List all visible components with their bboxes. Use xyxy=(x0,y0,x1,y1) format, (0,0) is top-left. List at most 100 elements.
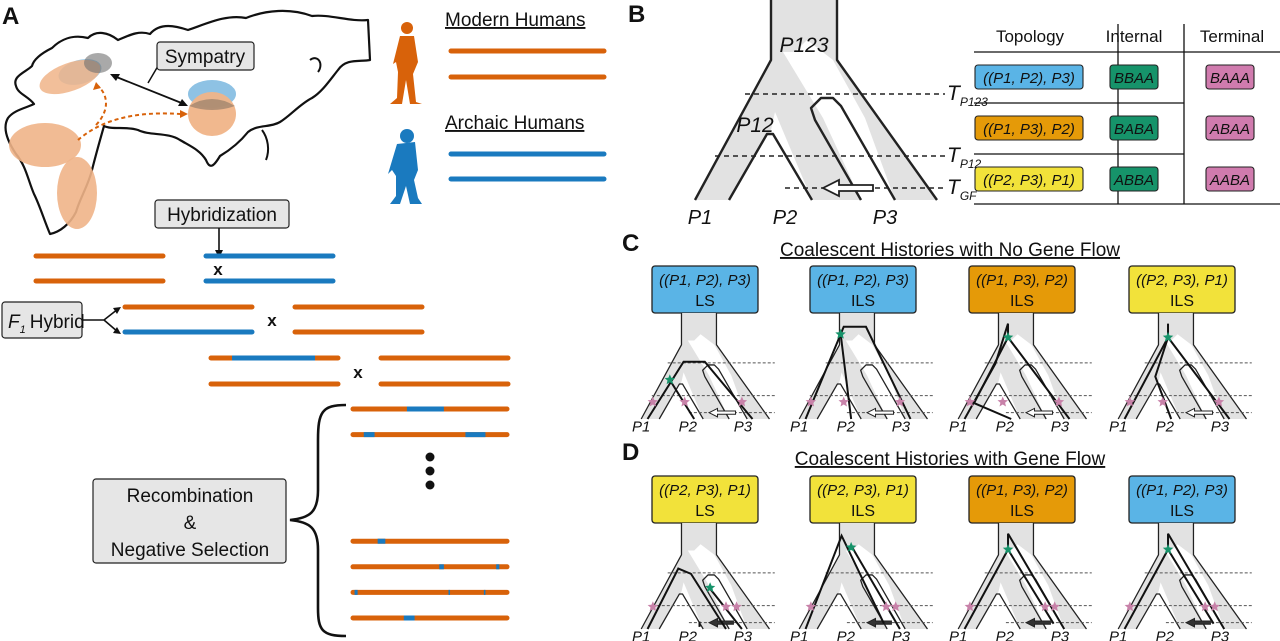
modern-human-silhouette-icon xyxy=(390,22,422,104)
sympatry-double-arrow xyxy=(113,75,185,105)
gene-flow-arrow xyxy=(1184,617,1211,628)
tree-tip-label-p1: P1 xyxy=(632,629,650,641)
gene-tree-lineage xyxy=(804,533,885,630)
panel-letter-d: D xyxy=(622,439,639,466)
tree-fill xyxy=(641,313,770,419)
internal-branch-star xyxy=(704,582,716,593)
tree-p3-inner xyxy=(702,574,748,630)
terminal-pattern: ABAA xyxy=(1209,121,1250,138)
gene-tree-lineage xyxy=(646,360,754,420)
tree-p1-p2-inner xyxy=(658,593,704,630)
tree-outer-right xyxy=(1192,313,1247,420)
tree-outer-left xyxy=(1117,523,1160,630)
cross-symbol: x xyxy=(353,363,363,382)
terminal-branch-star xyxy=(679,396,690,407)
tree-tip-label-p3: P3 xyxy=(1051,419,1070,436)
tree-fill xyxy=(799,313,928,419)
cross-symbol: x xyxy=(213,260,223,279)
archaic-human-silhouette-icon xyxy=(388,129,422,204)
gene-tree-lineage xyxy=(646,567,727,630)
pop-label-p3: P3 xyxy=(873,207,897,229)
topology-badge xyxy=(974,64,1084,90)
tree-outer-left xyxy=(798,313,841,420)
archaic-humans-label: Archaic Humans xyxy=(445,113,584,134)
hybridization-label: Hybridization xyxy=(167,205,277,226)
tree-fill xyxy=(799,523,928,629)
tree-tip-label-p1: P1 xyxy=(1109,419,1127,436)
ellipsis-dot xyxy=(425,452,435,462)
time-label-p123: TP123 xyxy=(947,82,988,109)
tree-outer-right xyxy=(873,523,928,630)
tree-p3-inner xyxy=(860,364,906,420)
tree-p1-p2-inner xyxy=(1135,593,1181,630)
tree-tip-label-p1: P1 xyxy=(790,419,808,436)
panel-c: C Coalescent Histories with No Gene Flow… xyxy=(622,230,1252,436)
terminal-branch-star xyxy=(997,396,1008,407)
terminal-branch-star xyxy=(1053,396,1065,407)
pop-label-p2: P2 xyxy=(773,207,797,229)
gene-tree-lineage xyxy=(1167,336,1231,420)
tree-tip-label-p2: P2 xyxy=(837,419,856,436)
time-label-gf: TGF xyxy=(947,176,977,203)
tree-outer-right xyxy=(715,313,770,420)
tree-tip-label-p2: P2 xyxy=(679,419,698,436)
tree-tip-label-p3: P3 xyxy=(892,419,911,436)
internal-branch-star xyxy=(1002,544,1014,554)
recombination-label-box xyxy=(92,478,287,564)
internal-pattern: BABA xyxy=(1114,121,1154,138)
gene-flow-arrow xyxy=(1024,407,1054,418)
panel-c-title: Coalescent Histories with No Gene Flow xyxy=(780,240,1120,261)
gene-tree-lineage xyxy=(1154,337,1173,420)
hybridization-label-box xyxy=(154,199,290,229)
offspring-brace xyxy=(289,403,347,638)
tree-outer-right xyxy=(1032,313,1087,420)
tree-p1-p2-inner xyxy=(975,383,1021,420)
terminal-pattern: BAAA xyxy=(1210,70,1250,87)
tree-outer-right xyxy=(715,523,770,630)
internal-branch-star xyxy=(664,374,676,385)
terminal-branch-star xyxy=(1209,601,1220,612)
tree-tip-label-p3: P3 xyxy=(734,629,753,641)
tree-fill xyxy=(958,313,1087,419)
terminal-branch-star xyxy=(647,601,659,612)
tree-p3-inner xyxy=(1179,364,1225,420)
history-mode: ILS xyxy=(1170,293,1194,310)
modern-range-asia xyxy=(188,92,236,136)
history-topology: ((P1, P3), P2) xyxy=(976,482,1068,499)
f1-split-arrow xyxy=(82,308,119,333)
tree-tip-label-p1: P1 xyxy=(1109,629,1127,641)
terminal-branch-star xyxy=(1124,396,1136,407)
topology-label: ((P2, P3), P1) xyxy=(983,172,1075,189)
tree-fill xyxy=(958,523,1087,629)
terminal-pattern-badge xyxy=(1205,115,1255,141)
recombination-line-1: Recombination xyxy=(127,486,254,507)
tree-tip-label-p3: P3 xyxy=(1211,419,1230,436)
tree-p1-p2-inner xyxy=(816,593,862,630)
terminal-branch-star xyxy=(731,601,742,612)
tree-fill xyxy=(695,0,937,200)
panel-letter-c: C xyxy=(622,230,639,257)
tree-tip-label-p2: P2 xyxy=(837,629,856,641)
gene-tree-lineage xyxy=(839,333,853,420)
gene-flow-arrow xyxy=(1184,407,1214,418)
terminal-branch-star xyxy=(805,396,817,407)
gene-tree-lineage xyxy=(1007,533,1066,630)
internal-pattern-badge xyxy=(1109,64,1159,90)
history-mode: ILS xyxy=(1170,503,1194,520)
history-topology: ((P2, P3), P1) xyxy=(659,482,751,499)
history-topology: ((P2, P3), P1) xyxy=(1136,272,1228,289)
tree-outer-left xyxy=(957,523,1000,630)
topology-badge xyxy=(974,115,1084,141)
gene-tree-lineage xyxy=(972,336,1012,420)
terminal-branch-star xyxy=(1199,601,1211,612)
tree-p1-p2-inner xyxy=(975,593,1021,630)
tree-tip-label-p2: P2 xyxy=(679,629,698,641)
modern-range-south-africa xyxy=(57,157,97,229)
